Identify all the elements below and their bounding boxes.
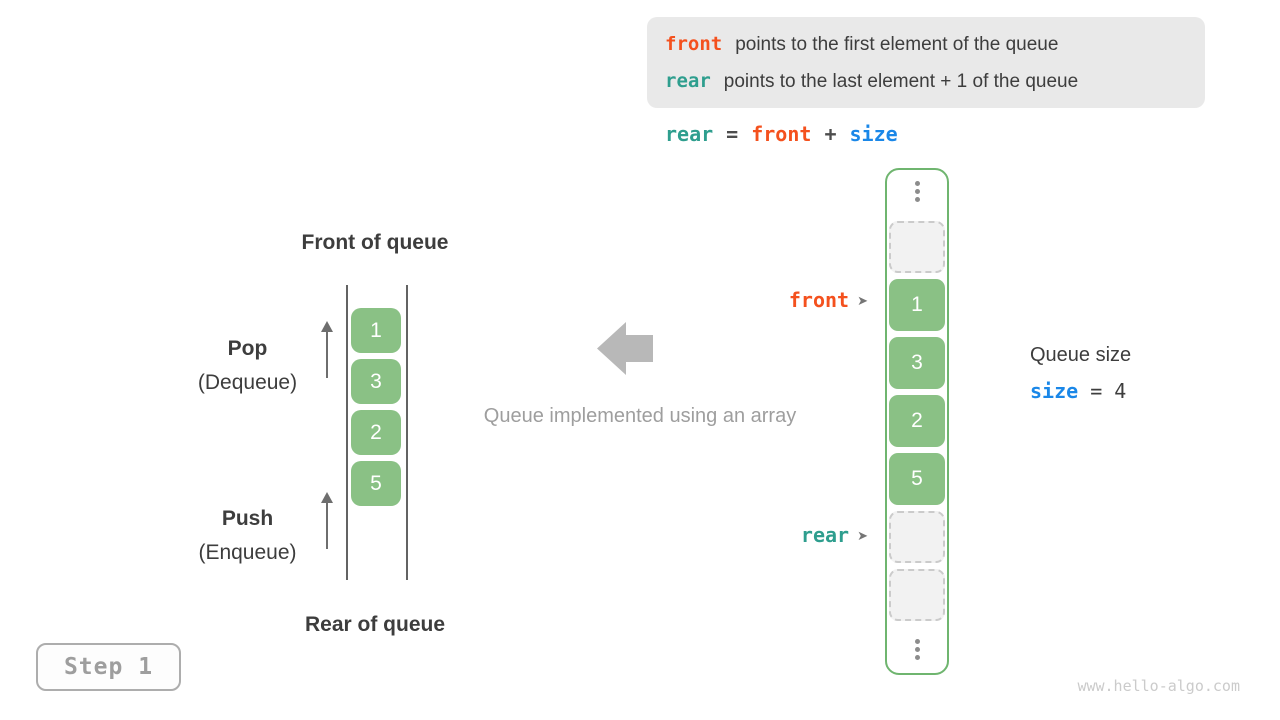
legend-line-rear: rear points to the last element + 1 of th…: [665, 63, 1205, 100]
equals-sign: =: [726, 122, 739, 146]
front-pointer-arrow-icon: ➤: [857, 292, 868, 308]
rear-pointer: rear ➤: [690, 521, 868, 549]
pop-title: Pop: [227, 337, 268, 360]
array-cell-empty: [889, 510, 945, 563]
push-title: Push: [221, 507, 274, 530]
queue-box: 5: [351, 461, 401, 506]
push-arrow-icon: [320, 492, 334, 549]
queue-boxes: 1 3 2 5: [351, 308, 401, 506]
size-variable: size: [1030, 379, 1079, 403]
queue-size-title: Queue size: [1030, 344, 1132, 366]
formula-size: size: [849, 122, 898, 146]
middle-caption: Queue implemented using an array: [483, 405, 797, 427]
front-pointer-label: front: [788, 288, 850, 312]
array-cell-value: 1: [889, 278, 945, 331]
array-cell-value: 3: [889, 336, 945, 389]
array-cell-empty: [889, 568, 945, 621]
legend-line-front: front points to the first element of the …: [665, 26, 1205, 63]
size-equation: size = 4: [1030, 379, 1131, 403]
ellipsis-bottom-icon: [914, 639, 920, 660]
array-cell-value: 5: [889, 452, 945, 505]
array-cell-value: 2: [889, 394, 945, 447]
push-label: Push (Enqueue): [180, 507, 315, 565]
size-value: = 4: [1078, 379, 1127, 403]
queue-channel-right-line: [406, 285, 408, 580]
pop-arrow-icon: [320, 321, 334, 378]
push-subtitle: (Enqueue): [198, 541, 297, 564]
front-description: points to the first element of the queue: [735, 34, 1059, 55]
formula-front: front: [751, 122, 812, 146]
ellipsis-top-icon: [914, 181, 920, 202]
formula: rear = front + size: [665, 122, 898, 146]
rear-description: points to the last element + 1 of the qu…: [723, 71, 1079, 92]
queue-box: 3: [351, 359, 401, 404]
size-info: Queue size size = 4: [1030, 344, 1131, 403]
rear-pointer-label: rear: [800, 523, 850, 547]
step-badge: Step 1: [36, 643, 181, 691]
rear-pointer-arrow-icon: ➤: [857, 527, 868, 543]
watermark: www.hello-algo.com: [1077, 677, 1240, 695]
queue-channel-left-line: [346, 285, 348, 580]
queue-box: 1: [351, 308, 401, 353]
queue-box: 2: [351, 410, 401, 455]
legend-box: front points to the first element of the …: [647, 17, 1205, 108]
front-of-queue-label: Front of queue: [301, 231, 449, 254]
pop-label: Pop (Dequeue): [180, 337, 315, 395]
rear-keyword: rear: [665, 70, 711, 92]
array-cell-empty: [889, 220, 945, 273]
front-keyword: front: [665, 33, 723, 55]
front-pointer: front ➤: [690, 286, 868, 314]
left-block-arrow-icon: [597, 322, 653, 375]
plus-sign: +: [824, 122, 837, 146]
pop-subtitle: (Dequeue): [197, 371, 298, 394]
formula-rear: rear: [665, 122, 714, 146]
rear-of-queue-label: Rear of queue: [304, 613, 446, 636]
